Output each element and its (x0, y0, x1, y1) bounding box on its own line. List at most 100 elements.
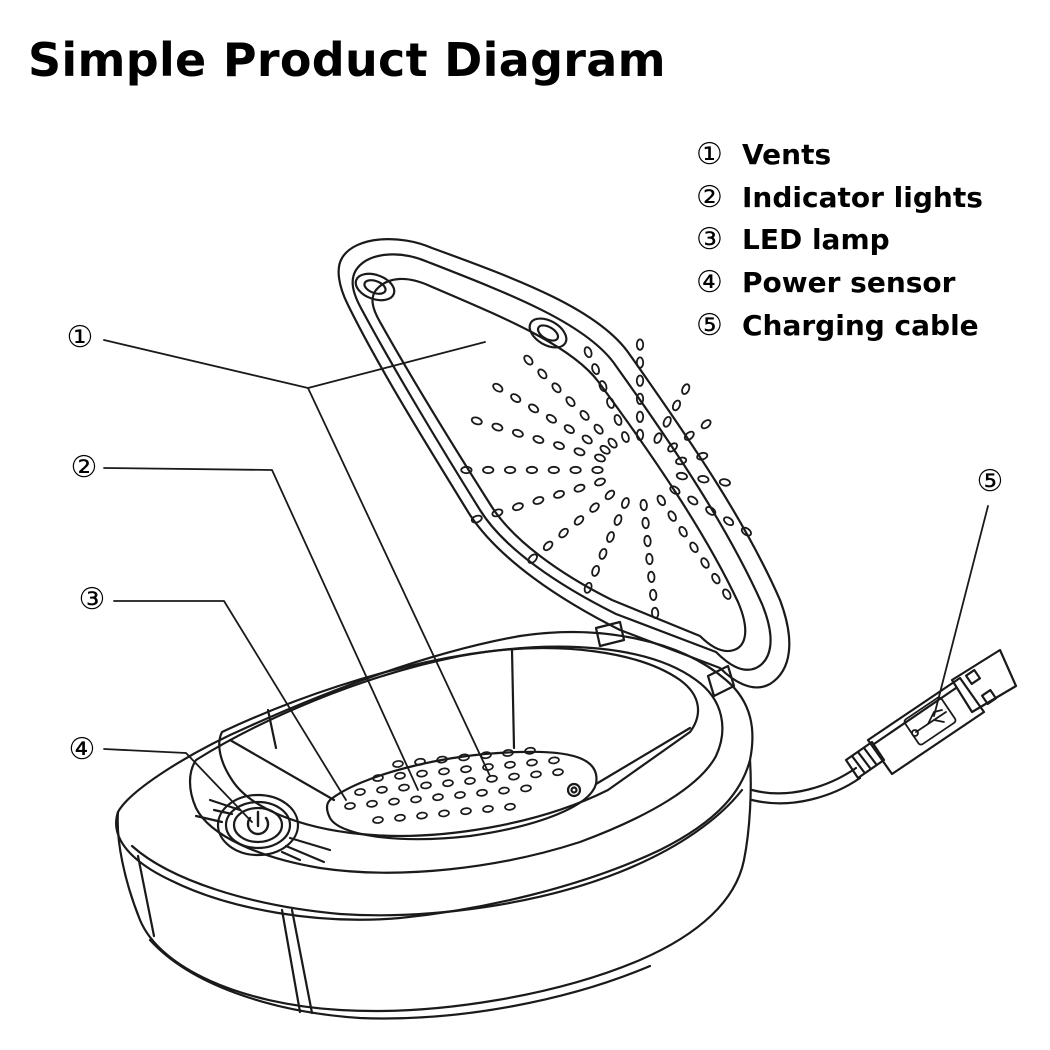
legend-number: ② (696, 179, 723, 215)
vent-hole (510, 393, 522, 403)
base-outer-top (115, 631, 754, 921)
legend-number: ③ (696, 222, 723, 258)
vent-hole (593, 423, 604, 435)
vent-hole (635, 410, 645, 423)
vent-hole (492, 382, 504, 393)
lid-hinge-cap-left (354, 272, 396, 302)
leader-line-vents (103, 339, 486, 389)
vent-hole (700, 419, 712, 430)
vent-hole (491, 508, 504, 518)
vent-hole (583, 346, 593, 359)
vent-hole (344, 802, 356, 810)
vent-hole (524, 746, 536, 755)
vent-hole (416, 769, 428, 778)
vent-hole (532, 496, 545, 505)
vent-hole (635, 356, 645, 369)
vent-hole (675, 471, 688, 481)
vent-hole (460, 807, 472, 816)
vent-hole (607, 437, 618, 449)
base-side-skirt (116, 758, 752, 1013)
callout-led-lamp: ③ (78, 582, 106, 617)
vent-hole (689, 541, 699, 553)
vent-hole (482, 465, 495, 475)
vent-hole (669, 485, 681, 496)
vent-hole (438, 767, 450, 776)
vent-hole (565, 396, 576, 407)
vent-hole (662, 415, 672, 428)
vent-hole (376, 785, 388, 794)
vent-hole (621, 431, 630, 443)
vent-hole (581, 434, 593, 445)
vent-hole (438, 809, 450, 818)
vent-hole (372, 816, 384, 824)
vent-hole (525, 465, 539, 475)
vent-hole (553, 490, 565, 499)
vent-hole (460, 465, 473, 475)
vent-hole (528, 403, 540, 414)
vent-hole (432, 793, 444, 802)
vent-hole (416, 811, 428, 820)
legend-number: ⑤ (696, 308, 723, 344)
vent-hole (711, 572, 721, 585)
vent-hole (613, 414, 623, 426)
power-sensor-button[interactable] (194, 793, 332, 864)
legend-number: ④ (696, 265, 723, 301)
lid-inner-rim (351, 253, 772, 671)
vent-hole (635, 428, 645, 441)
vent-hole (394, 771, 406, 780)
vent-hole (621, 497, 630, 509)
vent-hole (696, 451, 709, 461)
vent-hole (563, 424, 575, 434)
vent-hole (718, 478, 731, 487)
legend-label: Power sensor (742, 266, 956, 300)
vent-hole (683, 430, 695, 441)
vent-hole (649, 588, 658, 601)
callout-charging-cable: ⑤ (976, 464, 1004, 499)
usb-connector-housing (866, 676, 986, 776)
vent-hole (470, 514, 483, 524)
vent-hole (635, 338, 645, 351)
vent-hole (697, 475, 710, 484)
vent-hole (532, 435, 545, 444)
vent-hole (635, 392, 645, 405)
base-vent-holes (344, 746, 564, 824)
lid-vent-holes (460, 338, 752, 619)
lid-hinge-cap-right (528, 317, 568, 349)
lid-outer-shell (337, 238, 791, 689)
vent-hole (650, 606, 660, 619)
vent-hole (553, 441, 565, 450)
base-well-edge-back-left (266, 708, 278, 750)
vent-hole (591, 363, 600, 376)
vent-hole (482, 763, 494, 771)
vent-hole (436, 755, 448, 764)
lid-inner-panel (371, 277, 747, 653)
usb-plug-tip (950, 648, 1018, 714)
cable-strain-relief (844, 740, 886, 780)
vent-hole (410, 795, 422, 804)
vent-hole (476, 788, 488, 797)
lid (337, 238, 791, 689)
vent-hole (498, 786, 510, 795)
vent-hole (503, 465, 517, 475)
vent-hole (545, 413, 557, 424)
vent-hole (656, 494, 667, 507)
base-bottom-edge (148, 938, 652, 1020)
vent-hole (667, 442, 678, 453)
vent-hole (354, 788, 366, 796)
vent-hole (583, 581, 593, 594)
legend-label: LED lamp (742, 223, 890, 257)
callout-power-sensor: ④ (68, 732, 96, 767)
vent-hole (643, 534, 652, 548)
vent-hole (551, 382, 562, 394)
vent-hole (604, 489, 616, 501)
vent-hole (740, 526, 752, 537)
vent-hole (502, 749, 514, 757)
vent-hole (552, 768, 564, 777)
vent-hole (687, 495, 699, 506)
base (115, 631, 754, 1020)
vent-hole (523, 354, 534, 366)
